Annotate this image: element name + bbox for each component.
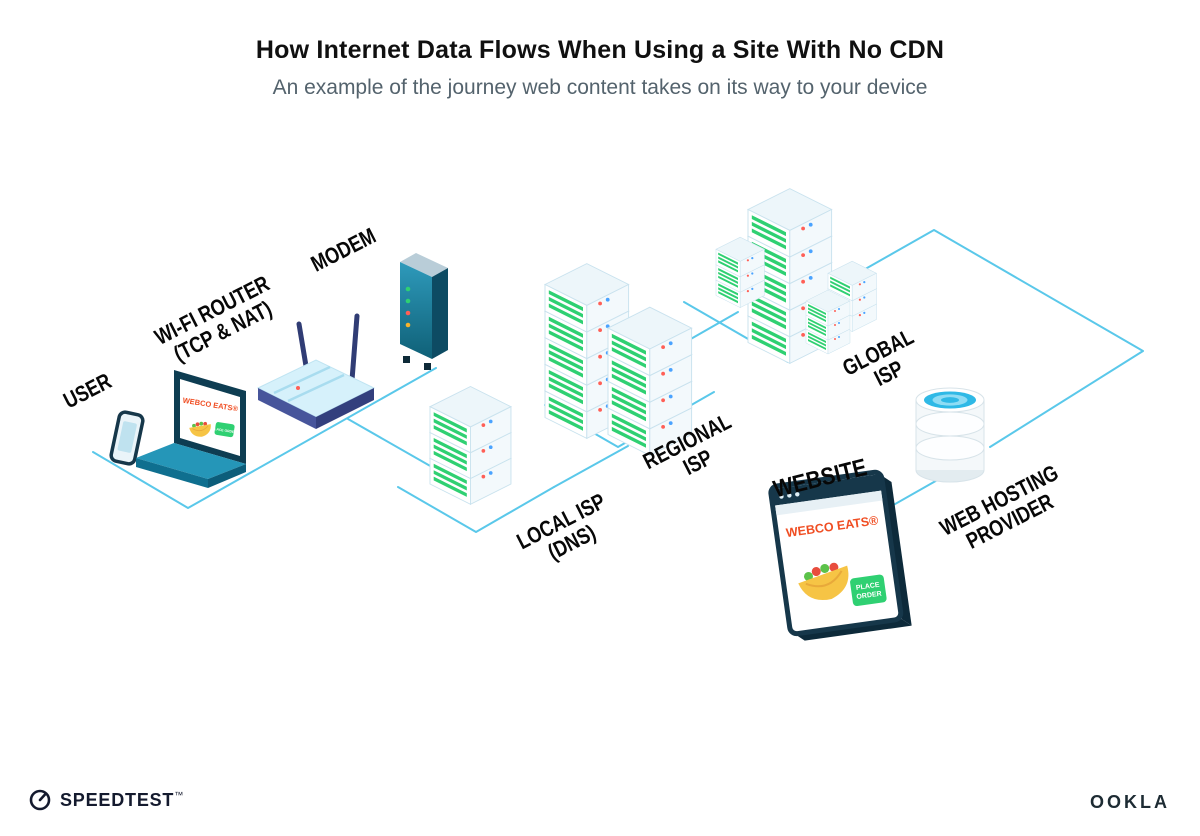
- phone-icon: [109, 410, 145, 466]
- ookla-logo: OOKLA: [1090, 792, 1170, 813]
- header: How Internet Data Flows When Using a Sit…: [0, 36, 1200, 100]
- wifi-router-icon: [256, 313, 376, 429]
- speedtest-logo: SPEEDTEST™: [28, 788, 184, 812]
- hosting-database-icon: [915, 387, 985, 483]
- line-local-to-regional: [553, 445, 629, 488]
- line-local-isp-base: [397, 486, 555, 533]
- website-cta-line2: ORDER: [856, 591, 882, 601]
- speedtest-gauge-icon: [29, 789, 51, 811]
- speedtest-wordmark: SPEEDTEST™: [60, 790, 184, 811]
- website-cta-line1: PLACE: [856, 582, 881, 592]
- speedtest-text: SPEEDTEST: [60, 789, 175, 810]
- laptop-cta-text: PLACE ORDER: [212, 427, 238, 435]
- website-browser-icon: WEBCO EATS® PLACE ORDER: [768, 469, 912, 641]
- server-stack-local-isp: [429, 386, 512, 505]
- line-user-router-modem: [92, 367, 437, 509]
- modem-icon: [400, 253, 448, 370]
- line-global-to-hosting: [859, 229, 1144, 448]
- server-stack-global-isp: [715, 188, 877, 364]
- line-to-local-isp: [347, 418, 433, 468]
- user-laptop-icon: WEBCO EATS® PLACE ORDER: [109, 370, 246, 488]
- server-stack-regional-isp: [544, 263, 693, 456]
- page-subtitle: An example of the journey web content ta…: [272, 76, 928, 99]
- speedtest-trademark: ™: [174, 789, 185, 800]
- ookla-wordmark: OOKLA: [1090, 792, 1170, 812]
- page-title: How Internet Data Flows When Using a Sit…: [255, 36, 945, 64]
